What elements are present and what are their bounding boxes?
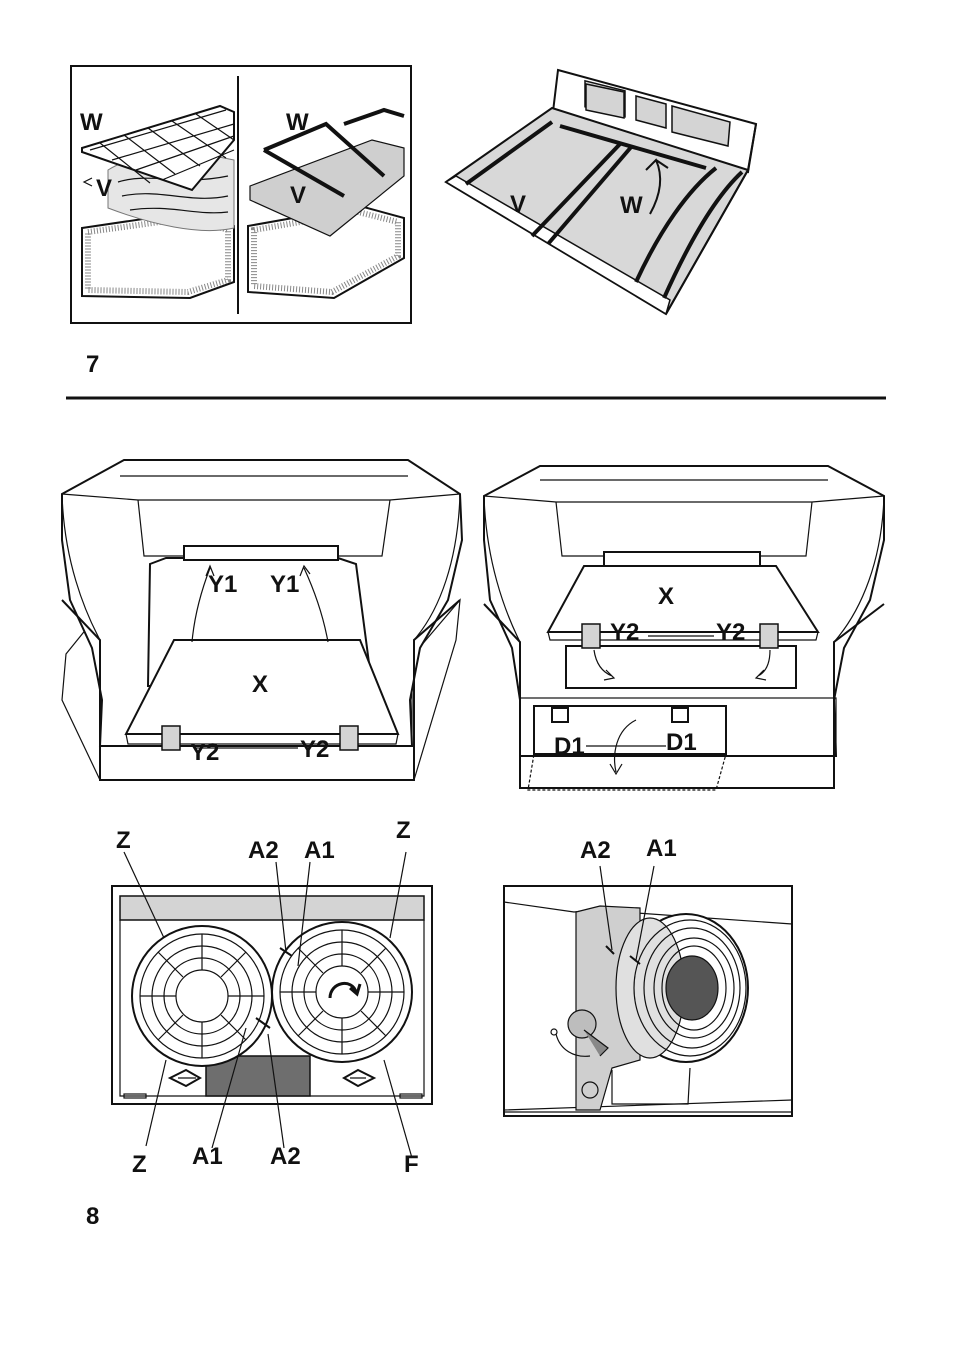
rotation-arrow-icon [328, 982, 362, 999]
detail-label-a2: A2 [580, 837, 611, 864]
fig7-right-panel: V W [444, 68, 758, 316]
arrow-y1-a [191, 564, 215, 643]
fan-label-z-bl: Z [132, 1151, 147, 1178]
detail-label-a1: A1 [646, 835, 677, 862]
fig7-left-frame [70, 65, 412, 324]
figure-7: W V W V V W [70, 65, 758, 378]
fan-label-f: F [404, 1151, 419, 1178]
fan-label-a1-bot: A1 [192, 1143, 223, 1170]
hood-left-label-y2-b: Y2 [300, 736, 329, 763]
tray-rim [444, 175, 671, 316]
fan-label-z-tl: Z [116, 827, 131, 854]
grease-panel-x-raised [546, 565, 820, 633]
fig7-mid-label-v: V [290, 182, 306, 209]
hood-right-label-x: X [658, 583, 674, 610]
hood-right-label-d1-a: D1 [554, 733, 585, 760]
figure-8: Y1 Y1 X Y2 Y2 [61, 459, 885, 1230]
figure-7-number: 7 [86, 351, 99, 378]
arrow-d1-down [609, 719, 637, 776]
latch-left [161, 725, 181, 751]
arrow-y1-b [299, 564, 329, 643]
hood-right-label-y2-b: Y2 [716, 619, 745, 646]
wire-w [263, 107, 405, 178]
hood-right-label-y2-a: Y2 [610, 619, 639, 646]
detail-view: A2 A1 [503, 835, 793, 1117]
fan-panel: Z A2 A1 Z Z A1 A2 F [111, 817, 433, 1178]
fig7-middle-panel: W V [247, 107, 405, 300]
arrow-w-lift [645, 158, 669, 215]
hood-left: Y1 Y1 X Y2 Y2 [61, 459, 464, 781]
fig7-right-label-v: V [510, 191, 526, 218]
figure-8-number: 8 [86, 1203, 99, 1230]
hood-left-label-y2-a: Y2 [190, 739, 219, 766]
hood-left-label-x: X [252, 671, 268, 698]
filter-w-strip [634, 166, 744, 299]
hood-left-label-y1-a: Y1 [208, 571, 237, 598]
fan-label-a2-top: A2 [248, 837, 279, 864]
fig7-left-label-v: V [96, 175, 112, 202]
hood-right-label-d1-b: D1 [666, 729, 697, 756]
fig7-left-label-w: W [80, 109, 103, 136]
filter-v-strip [464, 120, 634, 246]
fan-right [271, 921, 413, 1063]
hood-left-label-y1-b: Y1 [270, 571, 299, 598]
arrow-v-left [82, 177, 93, 187]
fan-left [131, 925, 273, 1067]
fig7-right-label-w: W [620, 192, 643, 219]
hood-right: X Y2 Y2 D1 D1 [483, 465, 885, 791]
fan-label-z-tr: Z [396, 817, 411, 844]
fan-label-a2-bot: A2 [270, 1143, 301, 1170]
latch-right [339, 725, 359, 751]
fig7-mid-label-w: W [286, 109, 309, 136]
fig7-left-panel: W V [80, 104, 235, 300]
fan-label-a1-top: A1 [304, 837, 335, 864]
